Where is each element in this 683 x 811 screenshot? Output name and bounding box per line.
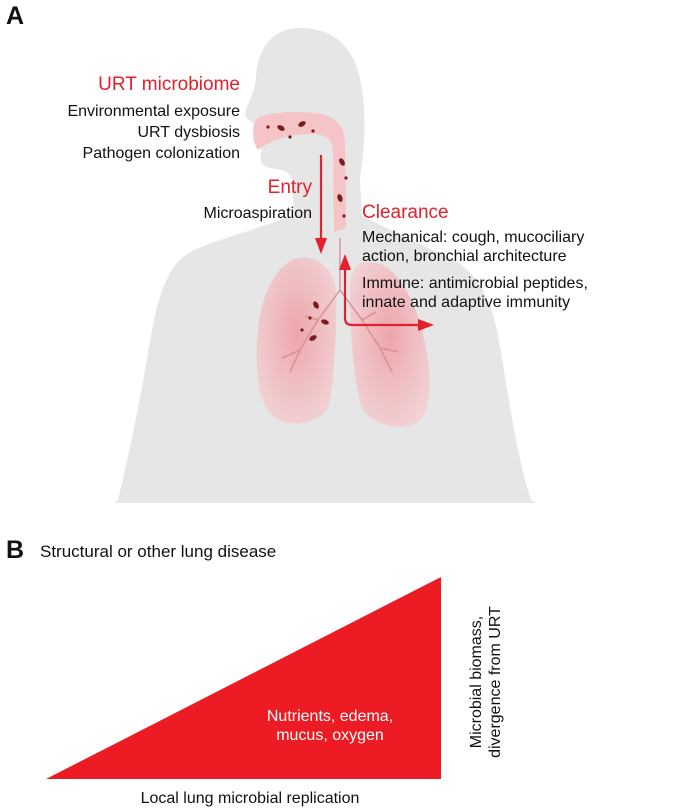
clearance-title: Clearance [362,202,449,223]
urt-item-dysbiosis: URT dysbiosis [137,124,240,141]
urt-microbiome-title: URT microbiome [98,74,240,95]
triangle-label-line1: Nutrients, edema, [266,708,394,725]
biomass-triangle [46,577,441,779]
urt-item-environmental: Environmental exposure [67,103,240,120]
y-axis-label-line2: divergence from URT [487,606,504,758]
clearance-immune-line2: innate and adaptive immunity [362,294,571,311]
microbes [266,121,348,341]
clearance-mechanical-line2: action, bronchial architecture [362,248,567,265]
entry-title: Entry [267,177,312,198]
left-lung [256,257,337,424]
bronchial-tree [281,238,399,373]
y-axis-label: Microbial biomass, divergence from URT [467,582,507,782]
entry-arrow [315,155,327,254]
upper-airway [253,112,346,232]
y-axis-label-line1: Microbial biomass, [468,615,485,749]
clearance-immune-line1: Immune: antimicrobial peptides, [362,275,588,292]
right-lung [350,261,430,427]
x-axis-label: Local lung microbial replication [140,790,360,807]
panel-b-letter: B [6,536,25,564]
panel-b-title: Structural or other lung disease [40,542,277,561]
entry-detail: Microaspiration [203,205,312,222]
clearance-mechanical-line1: Mechanical: cough, mucociliary [362,229,585,246]
triangle-label-line2: mucus, oxygen [276,727,384,744]
clearance-arrow [339,254,434,331]
human-silhouette [114,28,536,503]
urt-item-colonization: Pathogen colonization [82,145,240,162]
panel-a-letter: A [6,2,25,30]
